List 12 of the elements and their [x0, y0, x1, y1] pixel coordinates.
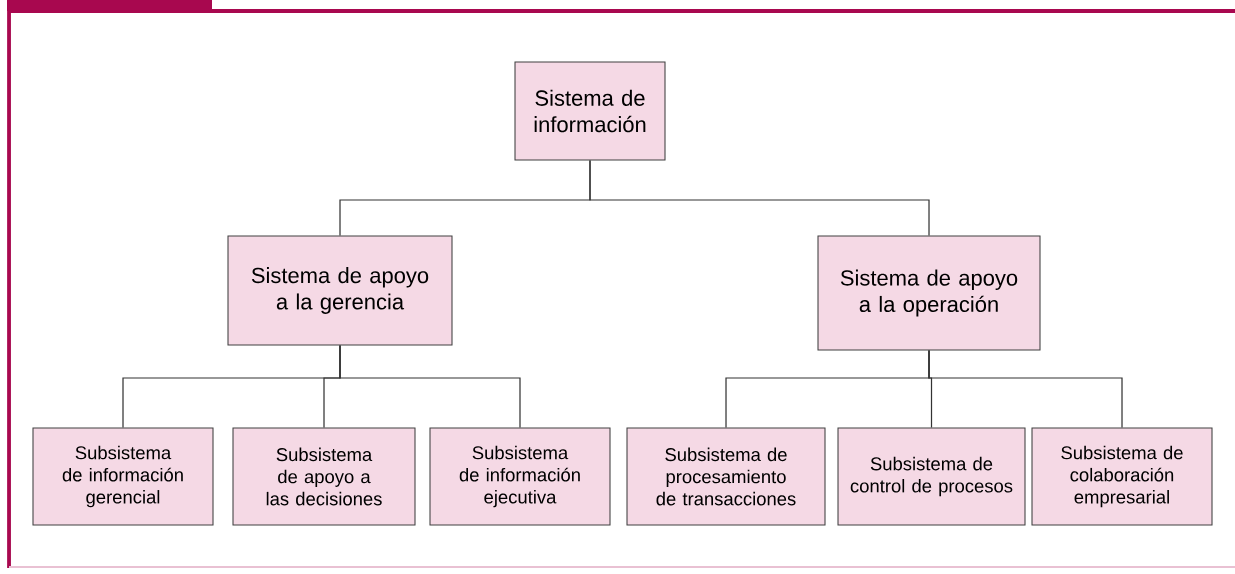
system-box: Sistema de apoyo a la operación	[817, 235, 1041, 351]
system-box: Subsistema de control de procesos	[837, 427, 1026, 526]
system-box: Subsistema de información ejecutiva	[429, 427, 611, 526]
connector-line	[339, 344, 521, 429]
connector-line	[589, 159, 930, 237]
system-box: Sistema de apoyo a la gerencia	[227, 235, 453, 346]
system-box: Subsistema de apoyo a las decisiones	[232, 427, 416, 526]
system-box: Subsistema de información gerencial	[32, 427, 214, 526]
system-box: Subsistema de colaboración empresarial	[1031, 427, 1213, 526]
system-box: Sistema de información	[514, 61, 666, 161]
system-box: Subsistema de procesamiento de transacciones	[626, 427, 826, 526]
connector-line	[928, 349, 1123, 429]
